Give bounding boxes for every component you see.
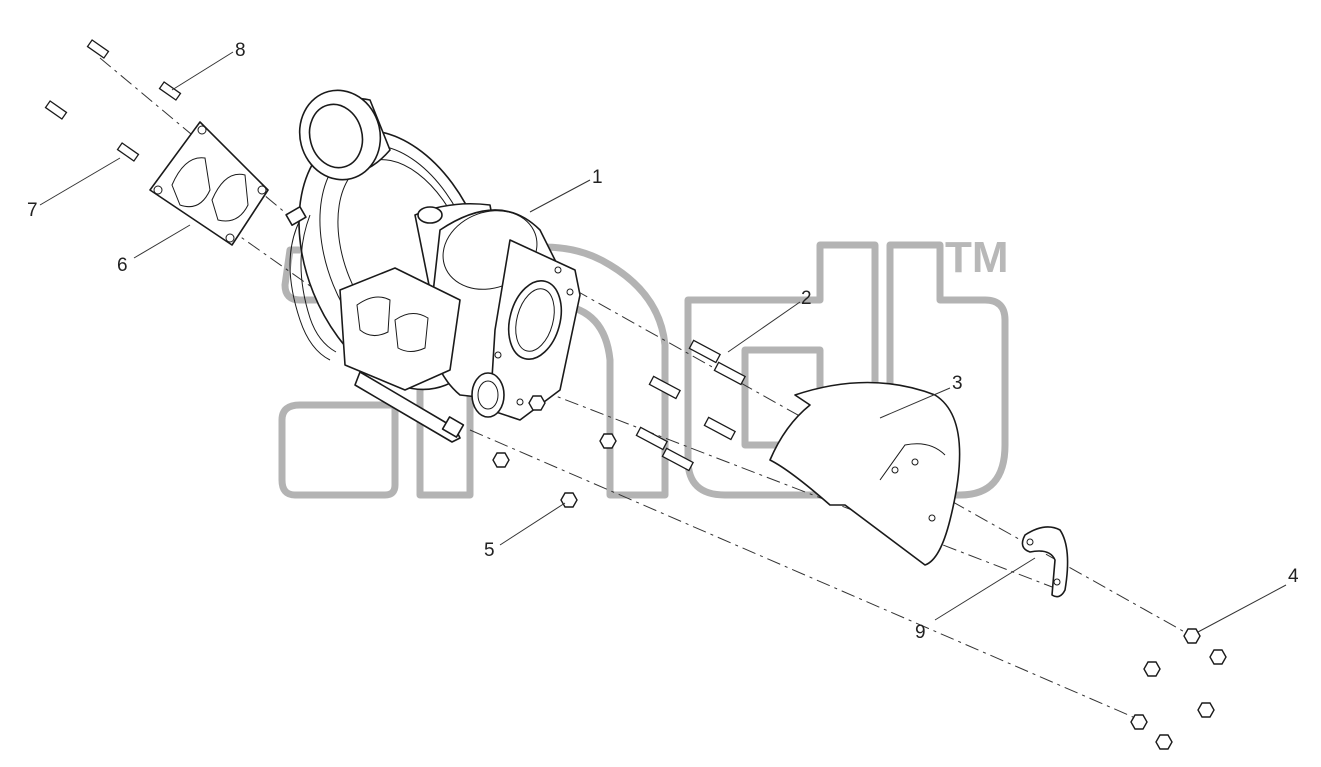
- callout-4: 4: [1288, 566, 1299, 587]
- stud-2-c: [648, 375, 682, 400]
- nut-4-b: [1209, 649, 1227, 665]
- stud-8-b: [158, 81, 182, 101]
- callout-7: 7: [27, 200, 38, 221]
- nut-4-a: [1183, 628, 1201, 644]
- callout-3: 3: [952, 373, 963, 394]
- nut-5-c: [492, 452, 510, 468]
- callout-labels: 1 2 3 4 5 6 7 8 9: [27, 40, 1299, 643]
- callout-8: 8: [235, 40, 246, 61]
- nut-5-d: [560, 492, 578, 508]
- nut-5-b: [599, 433, 617, 449]
- assembly-axes: [99, 57, 1191, 721]
- stud-8-a: [86, 39, 110, 59]
- mounting-bracket: [1021, 526, 1069, 598]
- nuts: [492, 395, 1227, 750]
- turbocharger-assembly: [285, 89, 581, 443]
- studs: [44, 39, 747, 472]
- callout-6: 6: [117, 255, 128, 276]
- callout-2: 2: [801, 288, 812, 309]
- heat-shield: [769, 381, 961, 566]
- stud-7: [116, 142, 140, 162]
- nut-4-e: [1130, 714, 1148, 730]
- leader-lines: [39, 51, 1287, 633]
- stud-2-b: [713, 361, 747, 386]
- nut-4-c: [1143, 661, 1161, 677]
- stud-2-f: [661, 447, 695, 472]
- callout-5: 5: [484, 540, 495, 561]
- nut-4-f: [1155, 734, 1173, 750]
- stud-8-c: [44, 100, 68, 120]
- turbine-inlet-gasket: [149, 121, 269, 246]
- stud-2-d: [703, 416, 737, 441]
- callout-1: 1: [592, 167, 603, 188]
- stud-2-a: [688, 339, 722, 364]
- nut-4-d: [1197, 702, 1215, 718]
- callout-9: 9: [915, 622, 926, 643]
- stud-2-e: [635, 426, 669, 451]
- watermark-trademark: TM: [945, 233, 1009, 282]
- nut-5-a: [528, 395, 546, 411]
